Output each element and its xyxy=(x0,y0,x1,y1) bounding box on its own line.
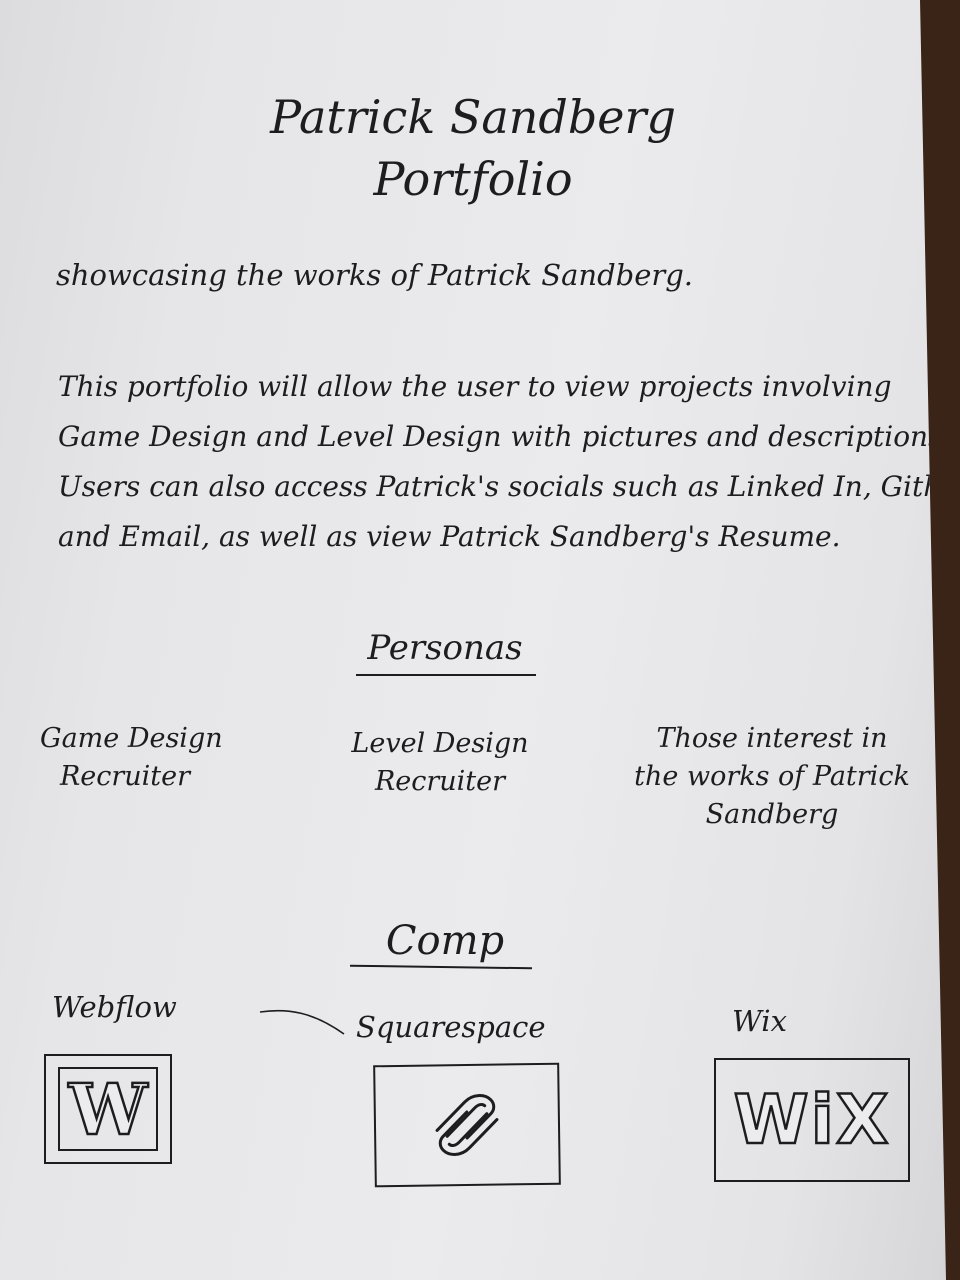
persona-line: Game Design xyxy=(40,723,223,754)
persona-line: the works of Patrick xyxy=(634,761,910,792)
squarespace-logo-box xyxy=(373,1062,561,1188)
persona-line: Recruiter xyxy=(374,766,506,797)
persona-line: Those interest in xyxy=(656,723,888,754)
personas-underline xyxy=(356,674,536,676)
comp-heading: Comp xyxy=(385,918,505,964)
persona-game-design: Game Design Recruiter xyxy=(40,720,223,796)
squarespace-logo-icon xyxy=(435,1094,499,1156)
title-line-2: Portfolio xyxy=(373,152,573,206)
wix-logo-box: WiX xyxy=(714,1058,910,1182)
title-line-1: Patrick Sandberg xyxy=(270,90,676,144)
persona-line: Recruiter xyxy=(59,761,191,792)
personas-heading: Personas xyxy=(367,628,523,668)
subtitle: showcasing the works of Patrick Sandberg… xyxy=(56,258,694,292)
comp-label-squarespace: Squarespace xyxy=(356,1010,546,1044)
description-line: Game Design and Level Design with pictur… xyxy=(58,420,952,453)
webflow-logo-inner-frame: W xyxy=(58,1066,158,1152)
description: This portfolio will allow the user to vi… xyxy=(58,362,960,562)
webflow-logo-box: W xyxy=(44,1054,172,1164)
webflow-logo-icon: W xyxy=(67,1066,148,1152)
comp-label-wix: Wix xyxy=(732,1004,787,1038)
description-line: Users can also access Patrick's socials … xyxy=(58,470,960,503)
persona-line: Level Design xyxy=(351,728,529,759)
description-line: and Email, as well as view Patrick Sandb… xyxy=(58,520,841,553)
description-line: This portfolio will allow the user to vi… xyxy=(58,370,892,403)
pen-stroke-mark xyxy=(259,1009,345,1035)
persona-level-design: Level Design Recruiter xyxy=(340,725,540,801)
wix-logo-icon: WiX xyxy=(732,1079,891,1161)
comp-label-webflow: Webflow xyxy=(52,990,177,1024)
persona-interested-public: Those interest in the works of Patrick S… xyxy=(612,720,932,834)
comp-underline xyxy=(349,964,533,970)
persona-line: Sandberg xyxy=(705,799,839,830)
